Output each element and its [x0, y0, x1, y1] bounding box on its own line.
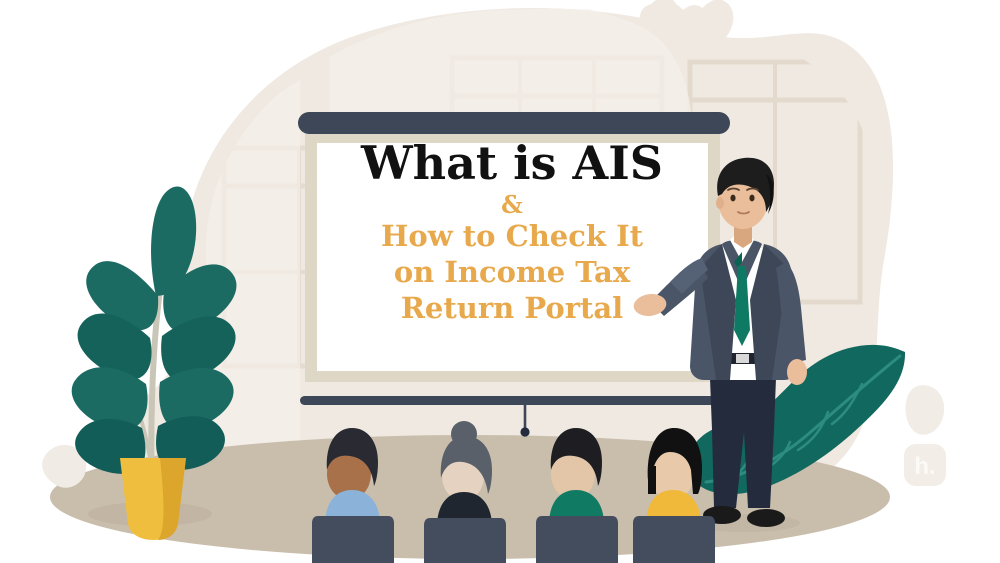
audience-member-1	[312, 428, 394, 563]
watermark-badge: h.	[904, 444, 946, 486]
potted-plant	[71, 186, 237, 540]
audience-member-2	[424, 421, 506, 563]
audience-member-3	[536, 428, 618, 563]
pull-cord[interactable]	[520, 404, 530, 437]
presenter	[633, 157, 807, 532]
decorative-pebbles-right	[905, 385, 945, 435]
watermark-text: h.	[914, 453, 935, 480]
projector-screen	[298, 112, 730, 405]
heart-shape-2	[647, 0, 734, 72]
audience-member-4	[633, 428, 715, 563]
